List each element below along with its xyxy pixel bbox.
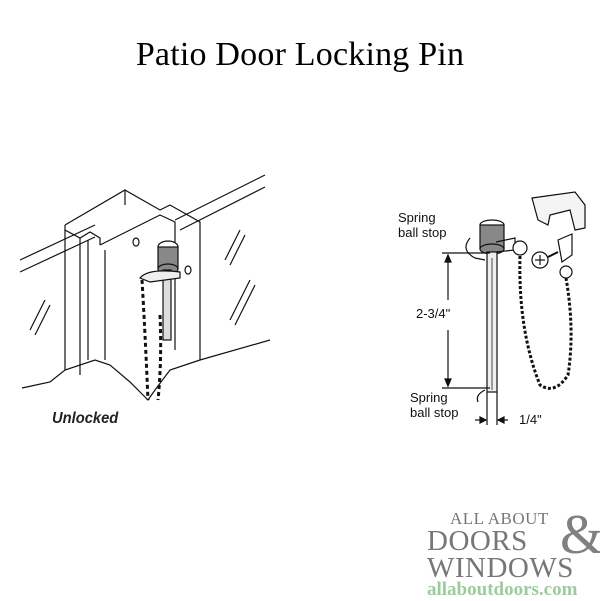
logo-ampersand: & xyxy=(560,504,600,566)
door-frame-illustration xyxy=(19,174,271,401)
spring-ball-stop-bottom-label: Spring ball stop xyxy=(410,390,459,420)
logo-website: allaboutdoors.com xyxy=(427,579,578,600)
page-title: Patio Door Locking Pin xyxy=(135,36,465,73)
brand-logo: ALL ABOUT DOORS & WINDOWS allaboutdoors.… xyxy=(425,504,600,600)
logo-line-doors: DOORS xyxy=(427,525,528,557)
diameter-dimension-label: 1/4" xyxy=(519,412,542,427)
spring-ball-stop-top-label: Spring ball stop xyxy=(398,210,447,240)
logo-line-windows: WINDOWS xyxy=(427,552,574,584)
unlocked-caption: Unlocked xyxy=(52,410,119,427)
locking-pin-illustration xyxy=(442,191,586,425)
length-dimension-label: 2-3/4" xyxy=(416,306,451,321)
logo-line-all-about: ALL ABOUT xyxy=(450,509,549,528)
